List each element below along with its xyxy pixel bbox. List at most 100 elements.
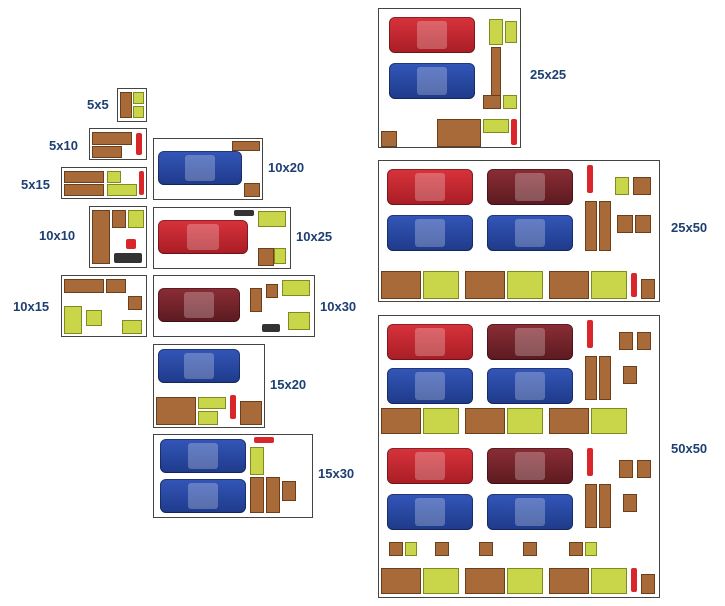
unit-10x10: [89, 206, 147, 268]
box: [549, 408, 589, 434]
bin: [507, 568, 543, 594]
car: [487, 368, 573, 404]
box: [92, 210, 110, 264]
unit-label-15x20: 15x20: [270, 377, 307, 392]
unit-25x50: [378, 160, 660, 302]
bin: [198, 397, 226, 409]
box: [232, 141, 260, 151]
unit-label-5x5: 5x5: [87, 97, 109, 112]
tool: [262, 324, 280, 332]
tool: [136, 133, 142, 155]
unit-label-10x25: 10x25: [296, 229, 333, 244]
box: [120, 92, 132, 118]
box: [549, 271, 589, 299]
bin: [423, 568, 459, 594]
car: [387, 368, 473, 404]
car: [160, 439, 246, 473]
box: [623, 494, 637, 512]
car: [389, 17, 475, 53]
unit-5x10: [89, 128, 147, 160]
bin: [507, 271, 543, 299]
box: [266, 284, 278, 298]
box: [258, 248, 274, 266]
unit-5x5: [117, 88, 147, 122]
unit-15x20: [153, 344, 265, 428]
box: [619, 460, 633, 478]
unit-10x15: [61, 275, 147, 337]
unit-label-25x25: 25x25: [530, 67, 567, 82]
bin: [483, 119, 509, 133]
box: [479, 542, 493, 556]
box: [112, 210, 126, 228]
box: [635, 215, 651, 233]
car: [387, 169, 473, 205]
box: [435, 542, 449, 556]
bin: [258, 211, 286, 227]
box: [250, 477, 264, 513]
box: [381, 271, 421, 299]
car: [158, 349, 240, 383]
box: [465, 568, 505, 594]
box: [585, 484, 597, 528]
tool: [254, 437, 274, 443]
unit-label-10x30: 10x30: [320, 299, 357, 314]
bin: [503, 95, 517, 109]
box: [389, 542, 403, 556]
unit-label-15x30: 15x30: [318, 466, 355, 481]
tool: [587, 448, 593, 476]
box: [641, 574, 655, 594]
bin: [288, 312, 310, 330]
bin: [615, 177, 629, 195]
box: [64, 279, 104, 293]
unit-label-50x50: 50x50: [671, 441, 708, 456]
bin: [423, 408, 459, 434]
box: [106, 279, 126, 293]
car: [487, 494, 573, 530]
bin: [423, 271, 459, 299]
tool: [587, 320, 593, 348]
box: [250, 288, 262, 312]
car: [160, 479, 246, 513]
car: [387, 215, 473, 251]
bin: [198, 411, 218, 425]
box: [381, 131, 397, 147]
unit-label-5x10: 5x10: [49, 138, 78, 153]
bin: [274, 248, 286, 264]
car: [487, 448, 573, 484]
bin: [282, 280, 310, 296]
box: [491, 47, 501, 97]
box: [437, 119, 481, 147]
box: [599, 484, 611, 528]
box: [549, 568, 589, 594]
unit-label-10x15: 10x15: [13, 299, 50, 314]
tool: [234, 210, 254, 216]
unit-label-10x20: 10x20: [268, 160, 305, 175]
tool: [230, 395, 236, 419]
box: [523, 542, 537, 556]
unit-5x15: [61, 167, 147, 199]
car: [389, 63, 475, 99]
bin: [591, 271, 627, 299]
car: [158, 151, 242, 185]
box: [282, 481, 296, 501]
box: [381, 568, 421, 594]
bin: [405, 542, 417, 556]
unit-label-5x15: 5x15: [21, 177, 50, 192]
unit-10x20: [153, 138, 263, 200]
tool: [126, 239, 136, 249]
box: [619, 332, 633, 350]
box: [128, 296, 142, 310]
box: [381, 408, 421, 434]
bin: [585, 542, 597, 556]
box: [599, 201, 611, 251]
bin: [122, 320, 142, 334]
bin: [505, 21, 517, 43]
bin: [107, 171, 121, 183]
box: [585, 201, 597, 251]
box: [637, 332, 651, 350]
box: [92, 132, 132, 145]
car: [158, 220, 248, 254]
box: [569, 542, 583, 556]
tool: [631, 273, 637, 297]
box: [465, 271, 505, 299]
